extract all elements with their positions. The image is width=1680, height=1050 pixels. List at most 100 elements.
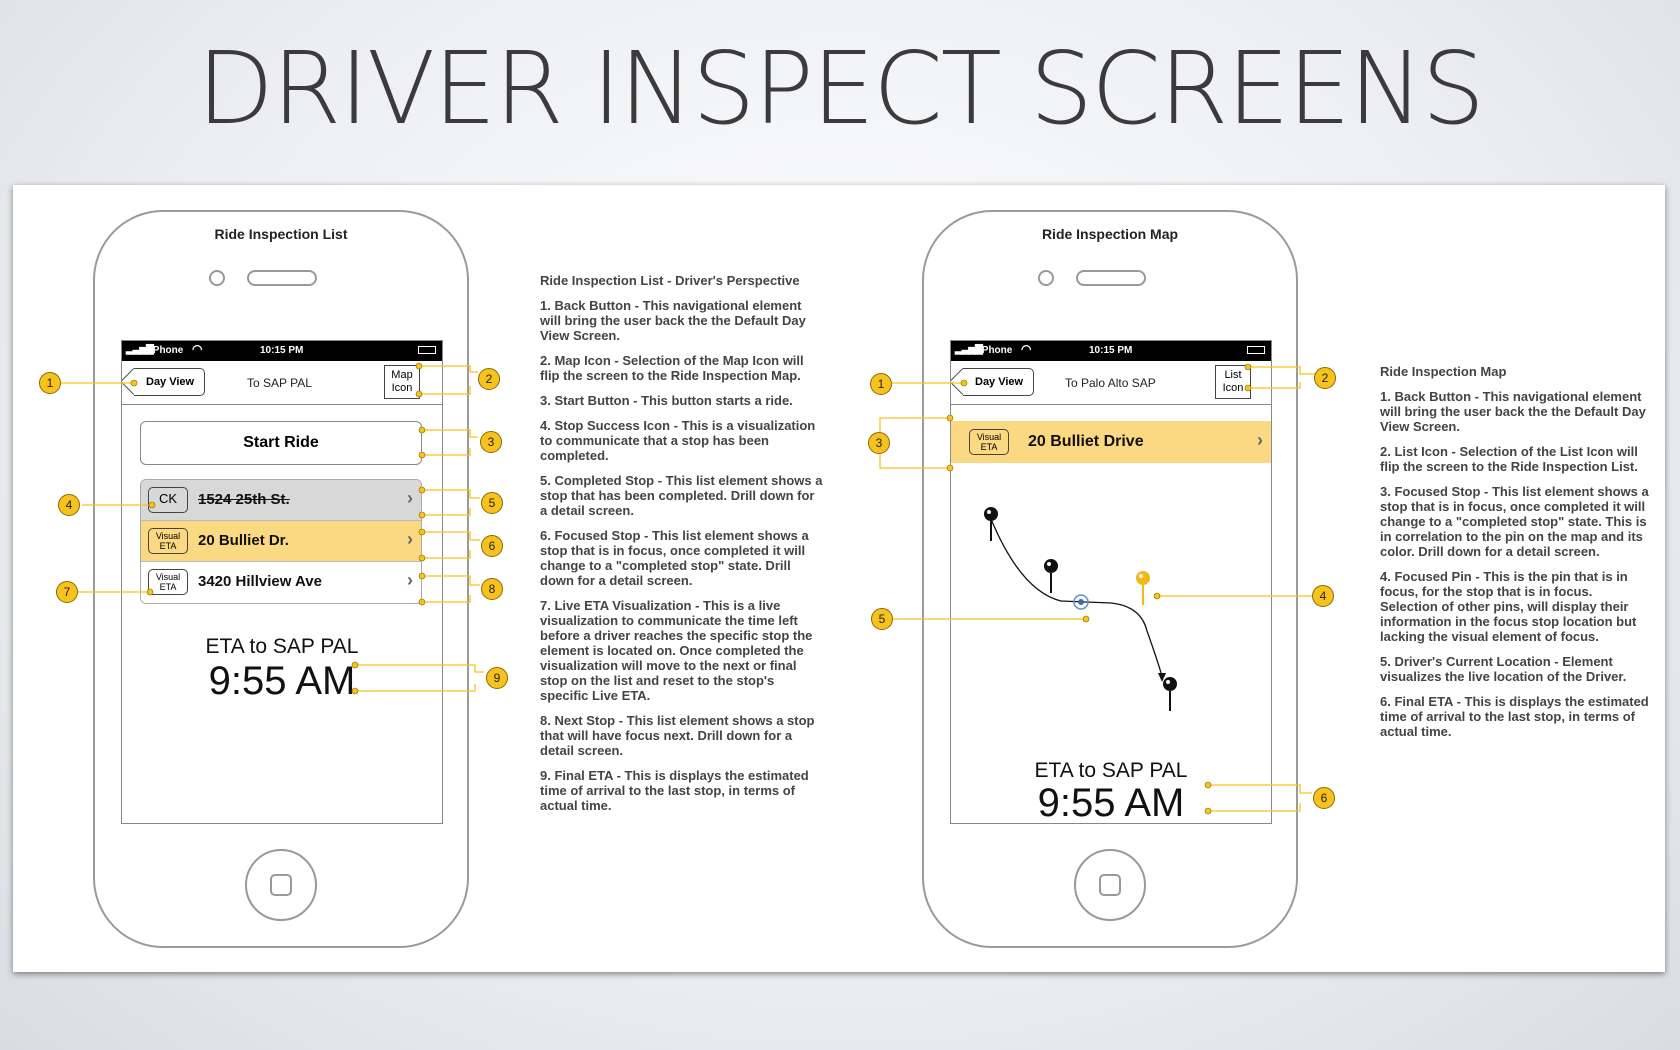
leader-dot — [1204, 807, 1212, 815]
nav-bar: Day View To Palo Alto SAP List Icon — [951, 361, 1271, 405]
leader-dot — [148, 501, 156, 509]
completed-stop-row[interactable]: CK 1524 25th St. › — [141, 480, 421, 521]
leader-dot — [415, 390, 423, 398]
callout-badge: 1 — [870, 373, 892, 395]
list-desc-item: 9. Final ETA - This is displays the esti… — [540, 768, 809, 813]
leader-line-3 — [422, 429, 478, 456]
leader-dot — [418, 511, 426, 519]
leader-dot — [1082, 615, 1090, 623]
wifi-icon: ◠ — [1021, 342, 1032, 356]
leader-dot — [418, 572, 426, 580]
home-button[interactable] — [245, 849, 317, 921]
slide-title: DRIVER INSPECT SCREENS — [196, 30, 1485, 147]
route-arrow-icon — [1158, 673, 1166, 682]
day-view-back-button[interactable]: Day View — [963, 368, 1035, 396]
list-description: Ride Inspection List - Driver's Perspect… — [540, 273, 825, 823]
final-eta-time: 9:55 AM — [1037, 781, 1185, 824]
screen-map: ▂▃▅▇ iPhone ◠ 10:15 PM Day View To Palo … — [950, 340, 1272, 824]
stop-pin-icon — [1044, 559, 1058, 573]
battery-icon — [1247, 346, 1265, 354]
chevron-right-icon: › — [407, 529, 413, 549]
callout-badge: 2 — [478, 368, 500, 390]
leader-dot — [418, 598, 426, 606]
map-icon-line1: Map — [391, 369, 413, 381]
leader-dot — [418, 426, 426, 434]
eta-label: ETA to SAP PAL — [205, 635, 359, 658]
leader-dot — [351, 661, 359, 669]
start-ride-button[interactable]: Start Ride — [140, 421, 422, 465]
leader-line-m6 — [1208, 784, 1312, 812]
clock-label: 10:15 PM — [1089, 345, 1133, 356]
map-desc-item: 5. Driver's Current Location - Element v… — [1380, 654, 1627, 684]
callout-badge: 3 — [868, 432, 890, 454]
leader-line-9 — [355, 664, 484, 692]
leader-line-m2 — [1248, 366, 1315, 389]
day-view-back-button[interactable]: Day View — [134, 368, 206, 396]
callout-badge: 6 — [481, 535, 503, 557]
stop-label: 3420 Hillview Ave — [198, 573, 322, 590]
callout-badge: 7 — [56, 581, 78, 603]
focused-pin-icon — [1136, 571, 1150, 585]
list-icon-line1: List — [1224, 369, 1242, 381]
leader-dot — [146, 588, 154, 596]
callout-badge: 3 — [480, 431, 502, 453]
home-square-icon — [270, 874, 292, 896]
leader-line-2 — [419, 365, 478, 395]
signal-icon: ▂▃▅▇ — [126, 344, 154, 355]
focused-stop-label: 20 Bulliet Drive — [1028, 433, 1144, 450]
camera-icon — [209, 270, 225, 286]
leader-dot — [130, 379, 138, 387]
leader-line-5 — [422, 489, 480, 516]
map-desc-item: 1. Back Button - This navigational eleme… — [1380, 389, 1646, 434]
status-bar: ▂▃▅▇ iPhone ◠ 10:15 PM — [122, 341, 442, 361]
list-icon-button[interactable]: List Icon — [1215, 365, 1251, 399]
home-button[interactable] — [1074, 849, 1146, 921]
leader-dot — [418, 528, 426, 536]
nav-title: To Palo Alto SAP — [1065, 376, 1156, 390]
leader-dot — [1244, 363, 1252, 371]
list-desc-item: 2. Map Icon - Selection of the Map Icon … — [540, 353, 804, 383]
phone-list: Ride Inspection List ▂▃▅▇ iPhone ◠ 10:15… — [93, 210, 469, 948]
list-desc-item: 3. Start Button - This button starts a r… — [540, 393, 793, 408]
list-icon-line2: Icon — [1222, 382, 1244, 394]
list-desc-item: 6. Focused Stop - This list element show… — [540, 528, 809, 588]
callout-badge: 4 — [58, 494, 80, 516]
callout-badge: 6 — [1313, 787, 1335, 809]
phone-title: Ride Inspection List — [214, 226, 348, 242]
map-description: Ride Inspection Map 1. Back Button - Thi… — [1380, 364, 1650, 749]
map-desc-item: 3. Focused Stop - This list element show… — [1380, 484, 1649, 559]
leader-line-m3 — [879, 417, 950, 469]
chevron-right-icon: › — [1257, 430, 1263, 450]
callout-badge: 8 — [481, 578, 503, 600]
back-button-label: Day View — [146, 376, 195, 388]
stop-label: 20 Bulliet Dr. — [198, 532, 289, 549]
list-desc-item: 5. Completed Stop - This list element sh… — [540, 473, 823, 518]
map-icon-line2: Icon — [391, 382, 413, 394]
leader-dot — [418, 554, 426, 562]
leader-dot — [946, 464, 954, 472]
map-icon-button[interactable]: Map Icon — [384, 365, 420, 399]
list-desc-item: 7. Live ETA Visualization - This is a li… — [540, 598, 813, 703]
clock-label: 10:15 PM — [260, 345, 304, 356]
leader-dot — [1153, 592, 1161, 600]
signal-icon: ▂▃▅▇ — [955, 344, 983, 355]
route-path — [990, 518, 1163, 677]
leader-dot — [960, 379, 968, 387]
speaker-icon — [247, 270, 317, 286]
carrier-label: iPhone — [150, 345, 184, 356]
list-desc-item: 4. Stop Success Icon - This is a visuali… — [540, 418, 816, 463]
route-map[interactable] — [951, 481, 1271, 781]
battery-icon — [418, 346, 436, 354]
leader-dot — [1204, 781, 1212, 789]
phone-map: Ride Inspection Map ▂▃▅▇ iPhone ◠ 10:15 … — [922, 210, 1298, 948]
final-eta-time: 9:55 AM — [208, 659, 356, 703]
stop-label: 1524 25th St. — [198, 491, 290, 508]
callout-badge: 4 — [1312, 585, 1334, 607]
